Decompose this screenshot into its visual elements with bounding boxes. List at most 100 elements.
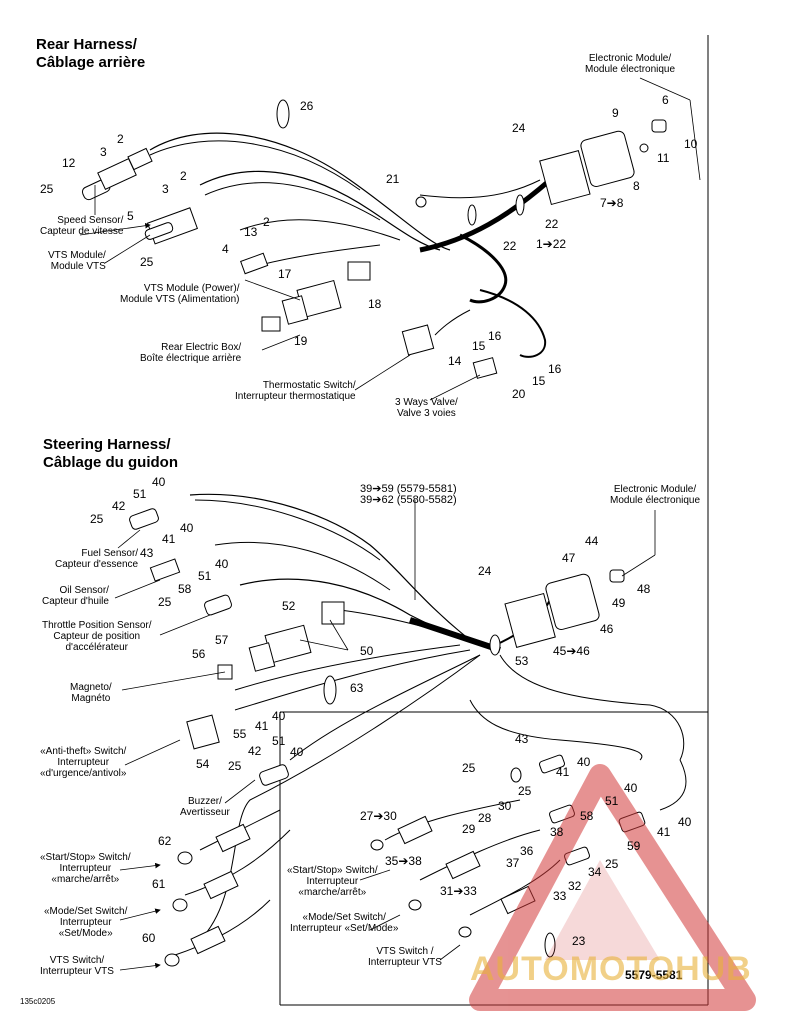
label-vts-switch: VTS Switch/ Interrupteur VTS — [40, 955, 114, 977]
callout: 12 — [62, 156, 76, 170]
callout: 60 — [142, 931, 156, 945]
callout: 33 — [553, 889, 567, 903]
label-line: «d'urgence/antivol» — [40, 768, 127, 779]
callout: 26 — [300, 99, 314, 113]
callout: 2 — [180, 169, 187, 183]
callout: 52 — [282, 599, 296, 613]
watermark-logo: AUTOMOTOHUB — [470, 950, 752, 989]
callout: 25 — [158, 595, 172, 609]
rear-title-en: Rear Harness/ — [36, 36, 137, 53]
callout: 62 — [158, 834, 172, 848]
label-steering-electronic-module: Electronic Module/ Module électronique — [610, 484, 700, 506]
label-line: Buzzer/ — [187, 796, 222, 807]
label-magneto: Magneto/ Magnéto — [70, 682, 112, 704]
callout: 42 — [248, 744, 262, 758]
callout: 51 — [272, 734, 286, 748]
label-line: «Anti-theft» Switch/ — [40, 746, 127, 757]
callout: 51 — [605, 794, 619, 808]
label-vts-power: VTS Module (Power)/ Module VTS (Alimenta… — [120, 283, 240, 305]
rear-title-fr: Câblage arrière — [36, 54, 146, 71]
steering-title-fr: Câblage du guidon — [43, 454, 178, 471]
callout: 29 — [462, 822, 476, 836]
label-line: «Start/Stop» Switch/ — [40, 852, 131, 863]
label-line: Oil Sensor/ — [59, 585, 109, 596]
callout: 40 — [290, 745, 304, 759]
callout: 2 — [117, 132, 124, 146]
label-throttle-sensor: Throttle Position Sensor/ Capteur de pos… — [42, 620, 152, 653]
callout: 58 — [178, 582, 192, 596]
label-line: VTS Module (Power)/ — [143, 283, 240, 294]
label-line: VTS Switch / — [376, 946, 434, 957]
callout: 15 — [532, 374, 546, 388]
label-line: «Mode/Set Switch/ — [302, 912, 386, 923]
callout: 6 — [662, 93, 669, 107]
callout: 5 — [127, 209, 134, 223]
callout: 20 — [512, 387, 526, 401]
label-line: «Mode/Set Switch/ — [44, 906, 128, 917]
callout: 10 — [684, 137, 698, 151]
callout: 40 — [678, 815, 692, 829]
callout: 61 — [152, 877, 166, 891]
callout: 55 — [233, 727, 247, 741]
label-mode-set-2: «Mode/Set Switch/ Interrupteur «Set/Mode… — [290, 912, 398, 934]
callout: 51 — [133, 487, 147, 501]
callout: 50 — [360, 644, 374, 658]
ref-line: 39➔62 (5580-5582) — [360, 494, 457, 506]
callout: 22 — [503, 239, 517, 253]
callout: 9 — [612, 106, 619, 120]
label-line: Interrupteur VTS — [368, 957, 442, 968]
label-thermostatic: Thermostatic Switch/ Interrupteur thermo… — [235, 380, 356, 402]
label-line: Module électronique — [585, 64, 676, 75]
label-line: Thermostatic Switch/ — [262, 380, 356, 391]
callout: 25 — [140, 255, 154, 269]
callout: 24 — [512, 121, 526, 135]
callout: 25 — [90, 512, 104, 526]
label-line: Capteur de vitesse — [40, 226, 124, 237]
callout: 30 — [498, 799, 512, 813]
label-line: Throttle Position Sensor/ — [42, 620, 152, 631]
label-line: Magnéto — [71, 693, 111, 704]
callout: 38 — [550, 825, 564, 839]
callout: 40 — [180, 521, 194, 535]
callout: 18 — [368, 297, 382, 311]
label-line: Avertisseur — [180, 807, 230, 818]
label-line: «marche/arrêt» — [51, 874, 120, 885]
label-line: d'accélérateur — [65, 642, 129, 653]
rear-harness-wires — [149, 132, 552, 358]
callout: 43 — [140, 546, 154, 560]
label-line: Module électronique — [610, 495, 701, 506]
figure-id: 135c0205 — [20, 997, 56, 1006]
callout: 45➔46 — [553, 644, 590, 658]
callout: 46 — [600, 622, 614, 636]
label-3way-valve: 3 Ways Valve/ Valve 3 voies — [395, 397, 458, 419]
callout: 2 — [263, 215, 270, 229]
rear-title: Rear Harness/ Câblage arrière — [36, 36, 145, 72]
label-line: Interrupteur thermostatique — [235, 391, 356, 402]
label-buzzer: Buzzer/ Avertisseur — [180, 796, 230, 818]
callout: 48 — [637, 582, 651, 596]
callout: 40 — [577, 755, 591, 769]
steering-reference: 39➔59 (5579-5581) 39➔62 (5580-5582) — [360, 484, 457, 506]
callout: 58 — [580, 809, 594, 823]
callout: 7➔8 — [600, 196, 624, 210]
label-line: Capteur de position — [53, 631, 141, 642]
label-speed-sensor: Speed Sensor/ Capteur de vitesse — [40, 215, 123, 237]
callout: 1➔22 — [536, 237, 567, 251]
callout: 11 — [657, 151, 670, 165]
callout: 19 — [294, 334, 308, 348]
callout: 14 — [448, 354, 462, 368]
callout: 17 — [278, 267, 292, 281]
callout: 35➔38 — [385, 854, 422, 868]
callout: 32 — [568, 879, 582, 893]
label-line: Valve 3 voies — [397, 408, 456, 419]
label-line: VTS Switch/ — [49, 955, 105, 966]
callout: 16 — [548, 362, 562, 376]
label-line: Interrupteur — [57, 757, 110, 768]
callout: 43 — [515, 732, 529, 746]
label-line: Electronic Module/ — [588, 53, 672, 64]
label-mode-set: «Mode/Set Switch/ Interrupteur «Set/Mode… — [44, 906, 127, 939]
steering-title: Steering Harness/ Câblage du guidon — [43, 436, 178, 472]
callout: 25 — [40, 182, 54, 196]
